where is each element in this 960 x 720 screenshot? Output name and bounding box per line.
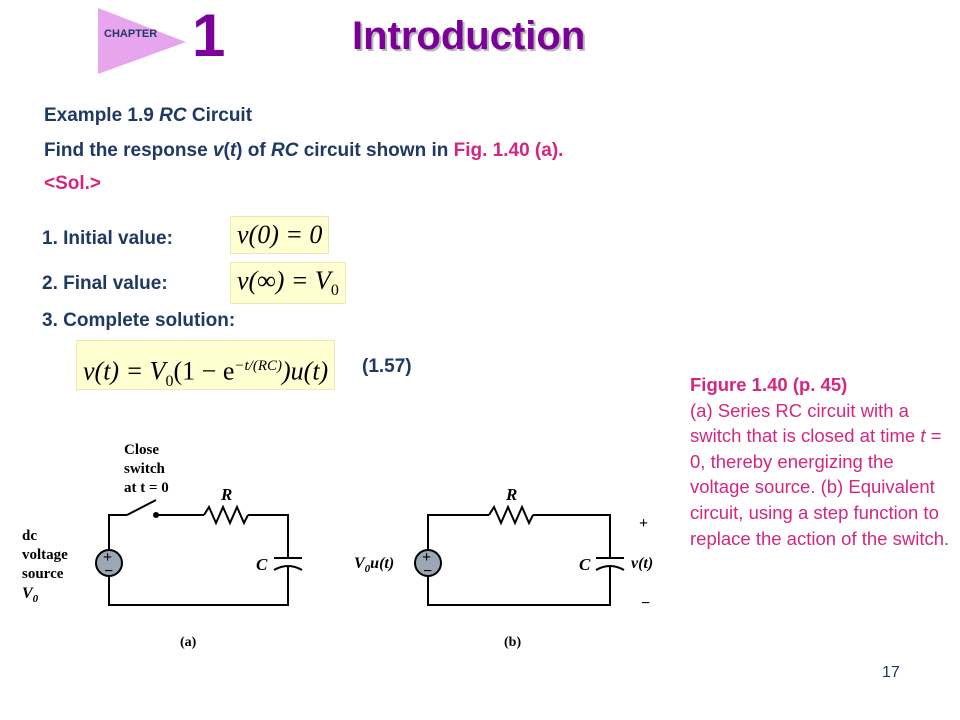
problem-var-t: t [229, 140, 237, 161]
output-minus: − [641, 595, 650, 612]
figure-a-label: (a) [180, 635, 197, 650]
figure-caption-text-1: (a) Series RC circuit with a switch that… [690, 399, 921, 447]
output-voltage-label: v(t) [631, 555, 653, 572]
problem-statement: Find the response v(t) of RC circuit sho… [44, 140, 563, 162]
problem-text-3: ) of [236, 140, 271, 161]
page-title: Introduction [352, 14, 586, 58]
dc-source-minus: − [104, 563, 113, 580]
dc-label-1: dc [22, 528, 37, 544]
figure-b-label: (b) [504, 635, 521, 650]
figure-caption-title: Figure 1.40 (p. 45) [690, 374, 848, 395]
chapter-badge [98, 8, 186, 74]
complete-eq-part-3: )u(t) [282, 356, 329, 386]
final-value-equation: v(∞) = V0 [230, 262, 346, 304]
final-value-label: 2. Final value: [42, 273, 168, 294]
output-plus: + [639, 515, 648, 532]
chapter-label: CHAPTER [104, 28, 158, 40]
figure-caption: Figure 1.40 (p. 45) (a) Series RC circui… [690, 372, 956, 551]
problem-text-1: Find the response [44, 140, 213, 161]
dc-source-plus: + [103, 549, 112, 566]
problem-text-2: ( [223, 140, 230, 161]
step-source-plus: + [422, 549, 431, 566]
initial-value-equation: v(0) = 0 [230, 216, 330, 254]
complete-solution-equation: v(t) = V0(1 − e−t/(RC))u(t) [76, 340, 336, 390]
example-heading: Example 1.9 RC Circuit [44, 105, 252, 127]
step-source-label: V0u(t) [354, 555, 394, 575]
resistor-b-label: R [505, 485, 517, 504]
example-heading-rc: RC [159, 105, 187, 126]
complete-eq-part-1: v(t) = V [83, 356, 166, 386]
step-source-symbol [414, 549, 442, 577]
figure-caption-body: (a) Series RC circuit with a switch that… [690, 398, 956, 552]
page-number: 17 [882, 664, 900, 681]
circuit-diagrams: Close switch at t = 0 R C dc voltage sou… [22, 442, 653, 650]
dc-label-3: source [22, 566, 64, 582]
complete-eq-sub: 0 [165, 372, 174, 390]
complete-eq-part-2: (1 − e [173, 356, 235, 386]
initial-value-label: 1. Initial value: [42, 228, 173, 249]
switch-contact [153, 512, 159, 518]
problem-text-4: circuit shown in [298, 140, 454, 161]
dc-label-4: V0 [22, 585, 39, 605]
capacitor-a-label: C [256, 555, 268, 574]
step-source-minus: − [423, 563, 432, 580]
final-value-eq-sub: 0 [330, 282, 339, 300]
dc-label-2: voltage [22, 547, 68, 563]
dc-source-symbol [95, 549, 123, 577]
close-switch-label-2: switch [124, 461, 165, 477]
equation-number: (1.57) [362, 356, 412, 377]
solution-label: <Sol.> [44, 173, 102, 194]
example-heading-suffix: Circuit [186, 105, 253, 126]
example-heading-prefix: Example 1.9 [44, 105, 160, 126]
complete-solution-label: 3. Complete solution: [42, 310, 236, 331]
figure-reference-link: Fig. 1.40 (a). [453, 140, 564, 161]
figure-caption-text-2: = 0, thereby energizing the voltage sour… [690, 425, 950, 549]
initial-value-eq-text: v(0) = 0 [237, 220, 323, 249]
problem-var-rc: RC [270, 140, 299, 161]
circuit-a-wires [108, 499, 303, 606]
complete-eq-sup: −t/(RC) [234, 358, 283, 374]
circuit-b-wires [427, 504, 625, 606]
close-switch-label-1: Close [124, 442, 159, 458]
resistor-a-label: R [220, 485, 232, 504]
figure-caption-var-t: t [920, 425, 926, 447]
close-switch-label-3: at t = 0 [124, 480, 169, 496]
capacitor-b-label: C [579, 555, 591, 574]
problem-var-v: v [212, 140, 224, 161]
chapter-number: 1 [192, 2, 226, 69]
final-value-eq-text: v(∞) = V [237, 266, 331, 295]
